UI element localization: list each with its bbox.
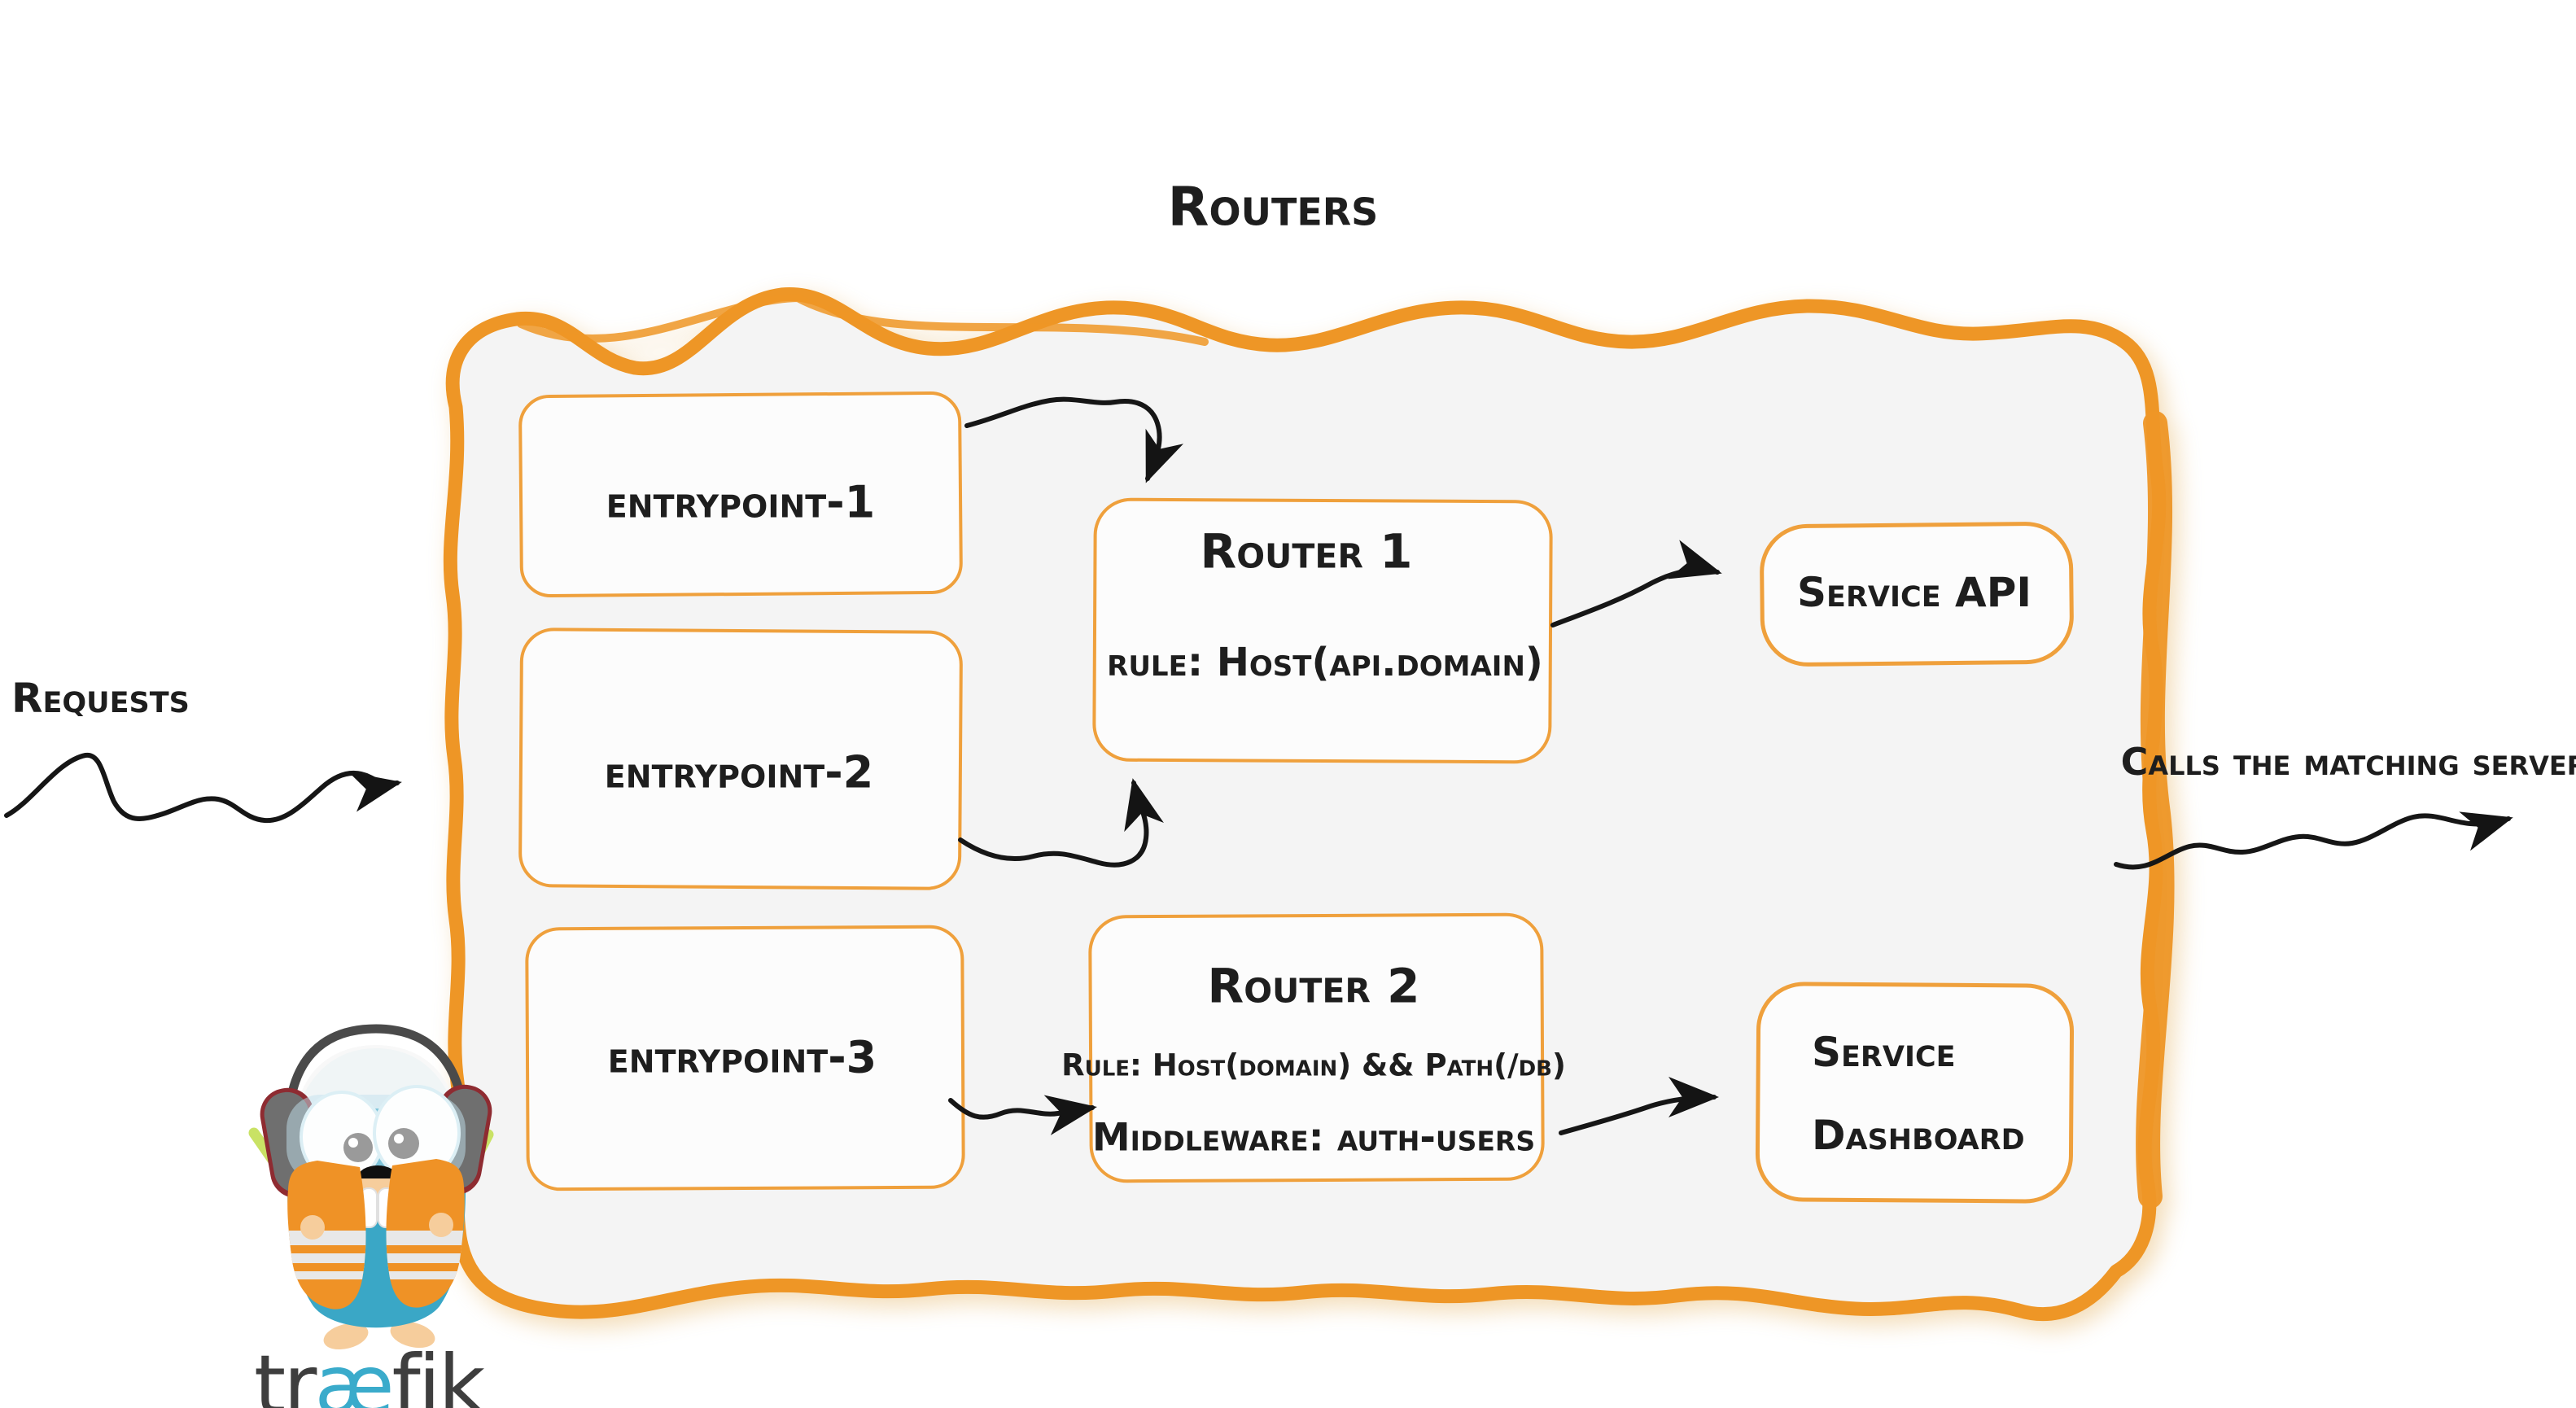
right-foot: [390, 1321, 435, 1349]
left-pupil: [343, 1133, 373, 1162]
left-foot: [323, 1323, 369, 1350]
router-2-middleware: Middleware: auth-users: [1091, 1115, 1536, 1161]
right-pupil: [388, 1128, 419, 1159]
entrypoint-3-box: [525, 925, 965, 1192]
diagram-title: Routers: [1167, 175, 1379, 238]
entrypoint-3-label: entrypoint-3: [607, 1031, 877, 1083]
traefik-mascot: [248, 1024, 494, 1350]
router-1-rule: rule: Host(api.domain): [1107, 639, 1543, 685]
headphones-band: [283, 1024, 469, 1141]
left-hand: [300, 1215, 325, 1240]
service-dashboard-box: [1755, 982, 2075, 1204]
left-pupil-highlight: [348, 1138, 358, 1148]
right-pupil-highlight: [394, 1134, 404, 1143]
traefik-wordmark: træfik: [254, 1345, 485, 1408]
entrypoint1-to-router1-arrow: [964, 396, 1184, 483]
router-1-box: [1092, 497, 1553, 764]
entrypoint2-to-router1-arrow: [958, 778, 1164, 868]
calls-matching-server-arrow: [2114, 811, 2513, 870]
router-2-title: Router 2: [1207, 958, 1420, 1014]
router-2-rule: Rule: Host(domain) && Path(/db): [1061, 1047, 1566, 1083]
router-2-box: [1088, 912, 1545, 1183]
container-right-brush-accent: [2136, 411, 2175, 1209]
service-api-label: Service API: [1797, 568, 2031, 616]
service-dashboard-line2: Dashboard: [1812, 1112, 2025, 1159]
entrypoint3-to-router2-arrow: [948, 1095, 1097, 1135]
entrypoint-2-label: entrypoint-2: [604, 746, 874, 798]
requests-label: Requests: [11, 675, 190, 722]
router2-to-service-dashboard-arrow: [1559, 1077, 1719, 1135]
wordmark-suffix: fik: [391, 1337, 486, 1408]
service-api-box: [1760, 522, 2074, 667]
router-1-title: Router 1: [1200, 523, 1413, 579]
service-dashboard-line1: Service: [1812, 1029, 1956, 1076]
entrypoint-2-box: [518, 627, 963, 890]
calls-matching-server-label: Calls the matching server: [2120, 739, 2576, 784]
right-hand: [429, 1213, 453, 1237]
router1-to-service-api-arrow: [1550, 540, 1722, 627]
container-top-brush-accent: [517, 293, 1209, 346]
entrypoint-1-label: entrypoint-1: [606, 476, 876, 528]
gopher-head-cap: [294, 1045, 458, 1139]
requests-arrow: [4, 752, 402, 824]
service-dashboard-label: Service Dashboard: [1812, 1011, 2025, 1177]
entrypoint-1-box: [518, 391, 963, 598]
wordmark-ligature: æ: [314, 1337, 394, 1408]
wordmark-prefix: tr: [254, 1337, 317, 1408]
